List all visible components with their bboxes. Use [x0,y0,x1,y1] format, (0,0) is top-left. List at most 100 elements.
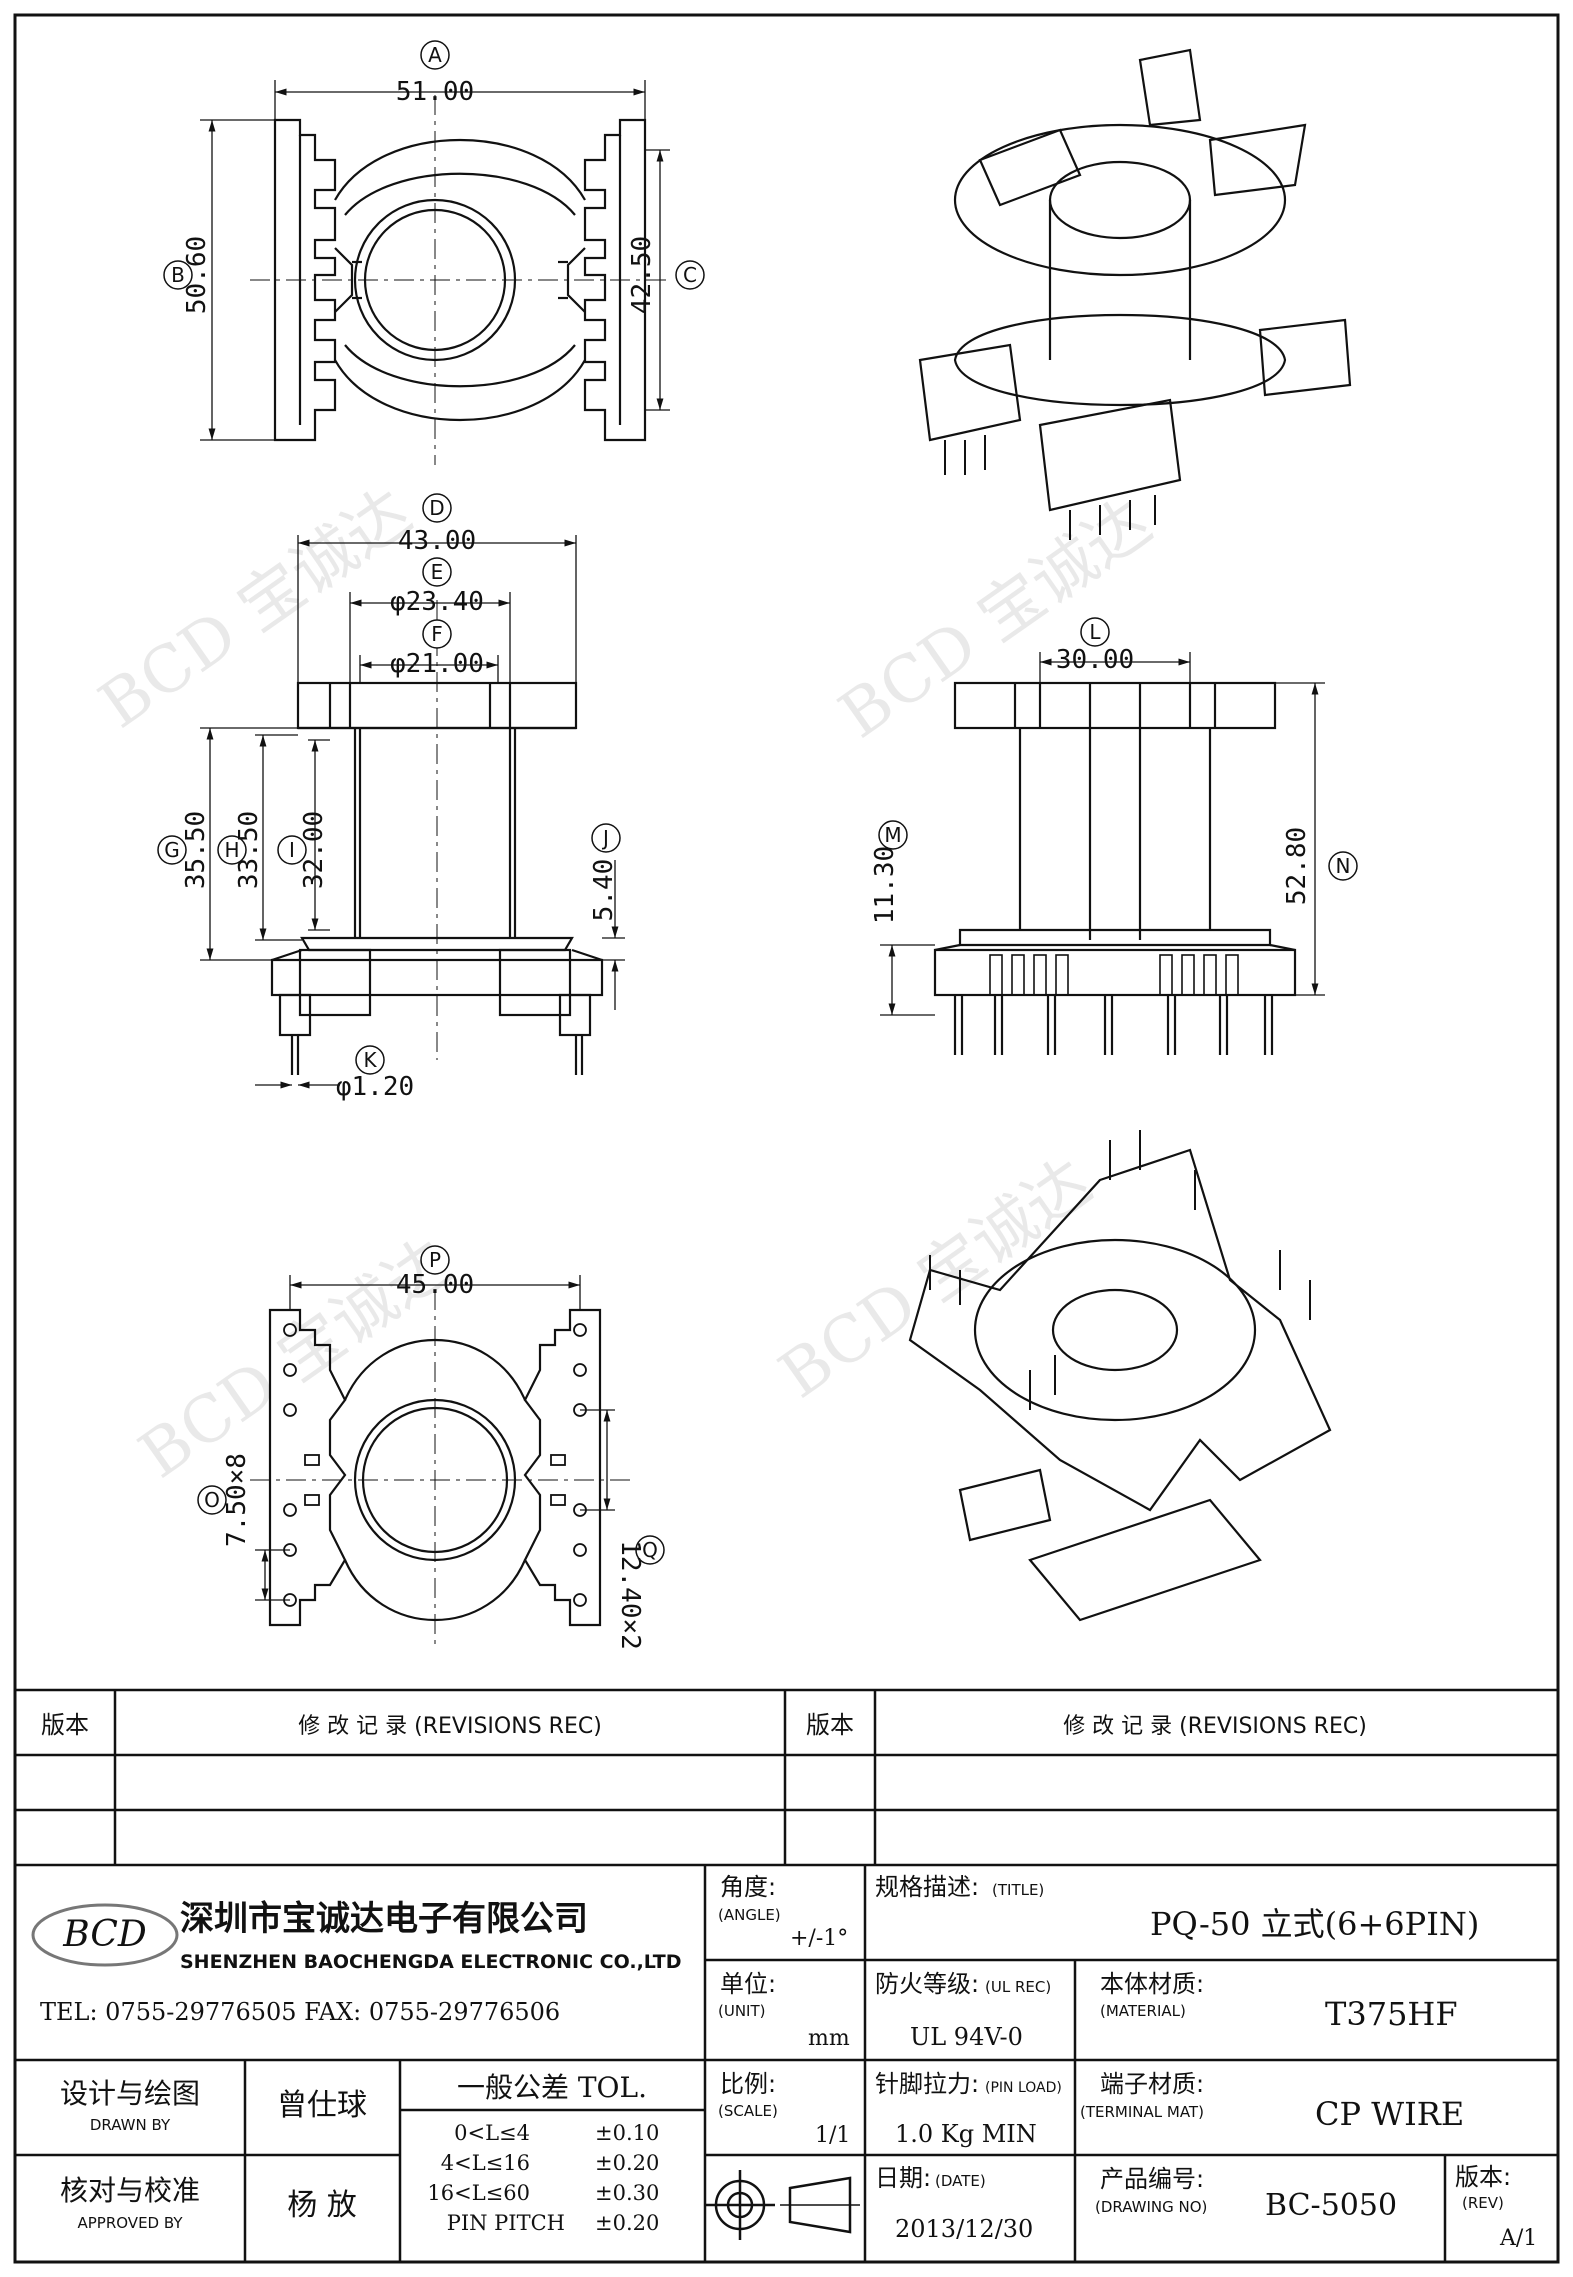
revision-version-header-left: 版本 [41,1711,89,1739]
dimension-q: Q 12.40×2 [615,1535,665,1650]
svg-text:Q: Q [642,1538,658,1562]
svg-text:32.00: 32.00 [299,811,329,889]
projection-symbol-icon [705,2170,860,2240]
svg-text:C: C [683,263,697,287]
top-view-dims [200,80,670,441]
watermark-text: BCD 宝诚达 [127,1226,465,1494]
rev-label-en: (REV) [1462,2194,1504,2212]
svg-text:F: F [431,622,443,646]
dimension-f: F φ21.00 [390,619,484,679]
svg-text:φ23.40: φ23.40 [390,587,484,617]
angle-value: +/-1° [790,1926,848,1951]
dimension-n: N 52.80 [1282,827,1358,905]
svg-text:5.40: 5.40 [589,859,619,922]
drawing-frame [13,13,1560,2264]
pin-load-label-en: (PIN LOAD) [985,2080,1062,2096]
svg-text:33.50: 33.50 [234,811,264,889]
svg-text:11.30: 11.30 [870,846,900,924]
bottom-view-dims [255,1275,615,1601]
material-label: 本体材质: [1100,1970,1204,1998]
drawing-no-label-en: (DRAWING NO) [1095,2198,1207,2216]
tolerance-header: 一般公差 TOL. [457,2071,647,2104]
svg-text:K: K [363,1048,377,1072]
fire-label: 防火等级: [875,1970,979,1998]
dimension-l: L 30.00 [1056,617,1134,675]
bottom-view [250,1290,630,1650]
dimension-b: B 50.60 [163,236,212,314]
pin-load-value: 1.0 Kg MIN [895,2120,1037,2148]
material-label-en: (MATERIAL) [1100,2002,1186,2020]
checker-label-en: APPROVED BY [77,2214,183,2232]
top-view [250,95,670,465]
unit-label: 单位: [720,1970,776,1998]
svg-text:H: H [224,838,239,862]
watermark-layer: BCD 宝诚达 BCD 宝诚达 BCD 宝诚达 BCD 宝诚达 [87,476,1165,1494]
watermark-text: BCD 宝诚达 [827,486,1165,754]
terminal-value: CP WIRE [1315,2095,1464,2133]
front-view-dims [200,535,625,1089]
company-logo: BCD [31,1903,179,1967]
dimension-labels: A 51.00 B 50.60 C 42.50 D 43.00 E φ23.40… [157,40,1358,1650]
designer-label-en: DRAWN BY [90,2116,171,2134]
rev-value: A/1 [1499,2226,1537,2251]
terminal-label: 端子材质: [1100,2070,1204,2098]
dimension-d: D 43.00 [398,493,476,556]
dimension-j: J 5.40 [589,823,621,922]
revision-records-header-right: 修 改 记 录 (REVISIONS REC) [1063,1714,1367,1739]
designer-label: 设计与绘图 [60,2077,200,2110]
company-name-cn: 深圳市宝诚达电子有限公司 [180,1899,588,1939]
tolerance-value: ±0.20 [595,2211,659,2235]
svg-text:φ1.20: φ1.20 [336,1072,414,1102]
front-view [270,600,604,1075]
svg-text:43.00: 43.00 [398,526,476,556]
svg-text:φ21.00: φ21.00 [390,649,484,679]
company-contact: TEL: 0755-29776505 FAX: 0755-29776506 [40,1998,560,2026]
tolerance-range: 0<L≤4 [454,2121,530,2145]
tolerance-range: 16<L≤60 [427,2181,530,2205]
svg-text:M: M [884,823,901,847]
dimension-e: E φ23.40 [390,557,484,617]
terminal-label-en: (TERMINAL MAT) [1080,2103,1204,2121]
svg-text:50.60: 50.60 [182,236,212,314]
svg-text:D: D [429,496,444,520]
svg-text:P: P [429,1248,441,1272]
dimension-h: H 33.50 [217,811,264,889]
dimension-m: M 11.30 [870,820,908,924]
unit-value: mm [808,2026,850,2051]
dimension-p: P 45.00 [396,1245,474,1300]
date-label-en: (DATE) [935,2172,986,2190]
svg-text:BCD: BCD [62,1914,147,1955]
dimension-c: C 42.50 [627,236,705,314]
scale-label-en: (SCALE) [718,2102,778,2120]
dimension-k: K φ1.20 [336,1045,414,1102]
svg-text:51.00: 51.00 [396,77,474,107]
svg-text:7.50×8: 7.50×8 [222,1453,252,1547]
title-label-en: (TITLE) [992,1881,1044,1899]
watermark-text: BCD 宝诚达 [87,476,425,744]
dimension-g: G 35.50 [157,811,211,889]
tolerance-range: PIN PITCH [447,2211,565,2235]
dimension-a: A 51.00 [396,40,474,107]
designer-name: 曾仕球 [277,2088,367,2123]
tolerance-value: ±0.20 [595,2151,659,2175]
pin-load-label: 针脚拉力: [875,2070,979,2098]
title-label: 规格描述: [875,1873,979,1901]
dimension-o: O 7.50×8 [197,1453,252,1547]
material-value: T375HF [1325,1995,1458,2033]
side-view [933,681,1297,1055]
svg-text:E: E [431,560,444,584]
svg-text:I: I [289,838,295,862]
svg-text:N: N [1336,854,1351,878]
drawing-no-value: BC-5050 [1265,2188,1397,2223]
revision-table: 版本 修 改 记 录 (REVISIONS REC) 版本 修 改 记 录 (R… [15,1688,1558,1867]
side-view-dims [880,652,1325,1016]
checker-label: 核对与校准 [60,2174,200,2207]
date-value: 2013/12/30 [895,2215,1033,2243]
drawing-no-label: 产品编号: [1100,2165,1204,2193]
svg-text:B: B [171,263,185,287]
company-name-en: SHENZHEN BAOCHENGDA ELECTRONIC CO.,LTD [180,1951,681,1973]
svg-text:30.00: 30.00 [1056,645,1134,675]
svg-text:45.00: 45.00 [396,1270,474,1300]
svg-text:O: O [204,1488,220,1512]
